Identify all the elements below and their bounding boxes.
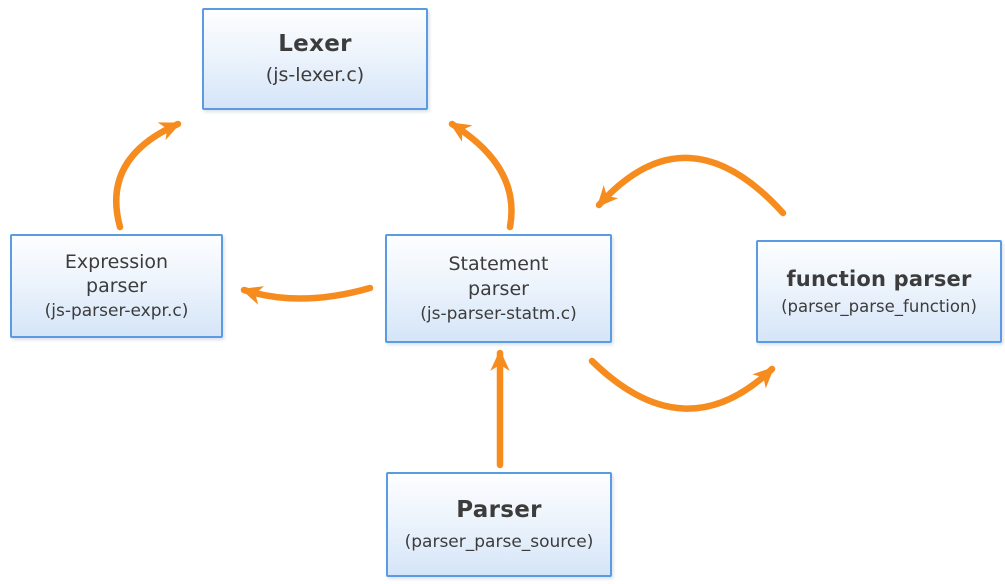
- arrow-statement-parser-to-lexer: [448, 120, 515, 231]
- arrow-statement-parser-to-function-parser: [588, 357, 776, 412]
- node-statement-parser: Statement parser (js-parser-statm.c): [385, 234, 612, 343]
- arrow-expression-parser-to-lexer: [113, 120, 182, 231]
- node-expression-parser: Expression parser (js-parser-expr.c): [10, 234, 223, 338]
- node-parser-title: Parser: [456, 497, 542, 523]
- node-lexer: Lexer (js-lexer.c): [202, 8, 428, 110]
- node-expression-parser-subtitle: (js-parser-expr.c): [44, 301, 189, 322]
- arrow-function-parser-to-statement-parser: [595, 154, 787, 217]
- node-statement-parser-subtitle: (js-parser-statm.c): [420, 303, 577, 324]
- node-statement-parser-title-line1: Statement: [448, 253, 549, 276]
- node-parser: Parser (parser_parse_source): [386, 472, 612, 577]
- node-function-parser-subtitle: (parser_parse_function): [781, 296, 977, 316]
- node-expression-parser-title-line1: Expression: [64, 250, 169, 273]
- node-parser-subtitle: (parser_parse_source): [404, 531, 594, 552]
- node-function-parser: function parser (parser_parse_function): [756, 240, 1002, 343]
- node-expression-parser-title-line2: parser: [86, 275, 147, 298]
- node-statement-parser-title-line2: parser: [468, 277, 529, 300]
- node-function-parser-title: function parser: [786, 266, 972, 291]
- arrow-statement-parser-to-expression-parser: [240, 284, 374, 305]
- node-lexer-subtitle: (js-lexer.c): [265, 64, 365, 87]
- node-lexer-title: Lexer: [278, 31, 352, 58]
